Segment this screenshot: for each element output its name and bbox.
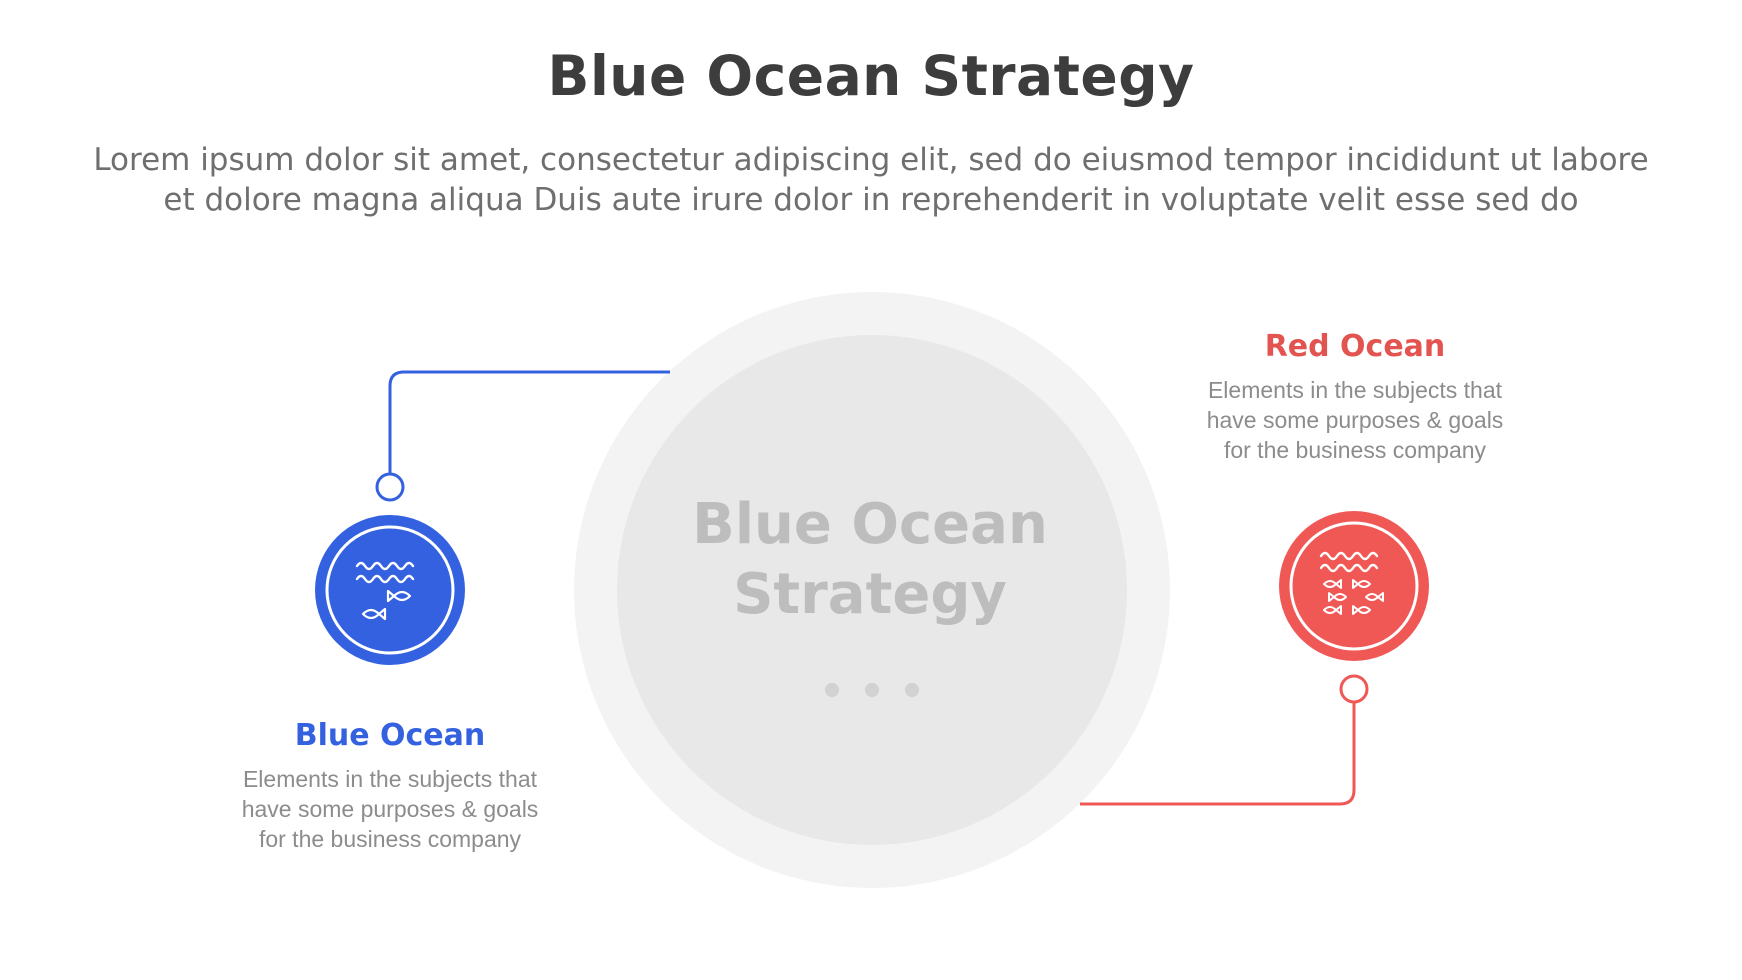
red-desc-line-2: have some purposes & goals bbox=[1206, 407, 1504, 433]
page-subtitle: Lorem ipsum dolor sit amet, consectetur … bbox=[60, 140, 1682, 220]
red-ocean-description: Elements in the subjects that have some … bbox=[1175, 375, 1535, 465]
blue-ocean-description: Elements in the subjects that have some … bbox=[210, 764, 570, 854]
fish-school-icon bbox=[1279, 511, 1429, 661]
subtitle-line-1: Lorem ipsum dolor sit amet, consectetur … bbox=[93, 142, 1649, 178]
page-title: Blue Ocean Strategy bbox=[547, 44, 1195, 108]
center-label-line-2: Strategy bbox=[733, 562, 1007, 627]
blue-desc-line-1: Elements in the subjects that bbox=[242, 766, 538, 792]
center-ellipsis-dots bbox=[825, 683, 919, 697]
blue-connector-node bbox=[375, 472, 405, 502]
subtitle-line-2: et dolore magna aliqua Duis aute irure d… bbox=[163, 182, 1579, 218]
blue-ocean-title: Blue Ocean bbox=[294, 718, 486, 753]
blue-desc-line-3: for the business company bbox=[258, 826, 522, 852]
fish-waves-icon bbox=[315, 515, 465, 665]
red-desc-line-3: for the business company bbox=[1223, 437, 1487, 463]
center-inner-circle bbox=[617, 335, 1127, 845]
blue-connector-line bbox=[388, 370, 670, 474]
red-connector-node bbox=[1339, 674, 1369, 704]
red-connector-line bbox=[1080, 702, 1356, 806]
red-ocean-title: Red Ocean bbox=[1264, 329, 1446, 364]
center-label-line-1: Blue Ocean bbox=[692, 492, 1048, 557]
red-desc-line-1: Elements in the subjects that bbox=[1207, 377, 1503, 403]
blue-desc-line-2: have some purposes & goals bbox=[241, 796, 539, 822]
center-label: Blue Ocean Strategy bbox=[630, 490, 1110, 630]
